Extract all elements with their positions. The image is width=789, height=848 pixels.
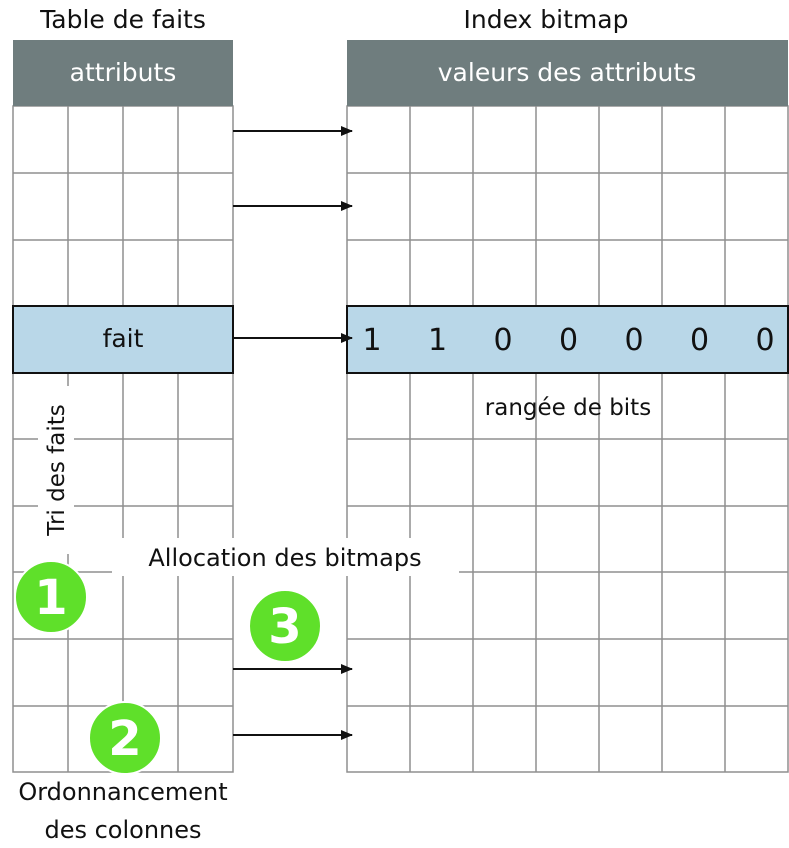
allocation-label-background xyxy=(112,538,459,576)
step-badge-2: 2 xyxy=(88,701,162,775)
bit-row-caption: rangée de bits xyxy=(485,395,651,421)
bit-value: 0 xyxy=(493,323,512,358)
fact-table-title: Table de faits xyxy=(39,5,206,34)
step-badge-1: 1 xyxy=(14,560,88,634)
bit-value: 0 xyxy=(755,323,774,358)
sort-label-background xyxy=(38,386,74,554)
bit-value: 0 xyxy=(559,323,578,358)
fact-row xyxy=(12,305,234,374)
bit-value: 1 xyxy=(362,323,381,358)
step-badge-3: 3 xyxy=(248,589,322,663)
badge-number: 2 xyxy=(108,711,141,767)
bit-value: 1 xyxy=(428,323,447,358)
fact-table-header xyxy=(13,40,233,106)
badge-circle xyxy=(88,701,162,775)
badge-number: 1 xyxy=(34,570,67,626)
bitmap-index-header-label: valeurs des attributs xyxy=(438,58,696,87)
badge-circle xyxy=(14,560,88,634)
ordering-label-background xyxy=(0,774,250,846)
mapping-arrows xyxy=(233,126,353,740)
fact-table-header-label: attributs xyxy=(70,58,177,87)
bit-values: 1 1 0 0 0 0 0 xyxy=(362,323,774,358)
ordering-label-line2: des colonnes xyxy=(44,816,201,844)
badge-circle xyxy=(248,589,322,663)
sort-label: Tri des faits xyxy=(44,404,70,536)
bit-value: 0 xyxy=(690,323,709,358)
bitmap-index-title: Index bitmap xyxy=(464,5,629,34)
bit-row xyxy=(346,305,789,374)
bitmap-index-grid xyxy=(346,105,789,773)
fact-row-label: fait xyxy=(103,324,144,353)
badge-number: 3 xyxy=(268,599,301,655)
ordering-label-line1: Ordonnancement xyxy=(18,778,227,806)
allocation-label: Allocation des bitmaps xyxy=(148,544,421,572)
bit-value: 0 xyxy=(624,323,643,358)
bitmap-index-header xyxy=(347,40,788,106)
